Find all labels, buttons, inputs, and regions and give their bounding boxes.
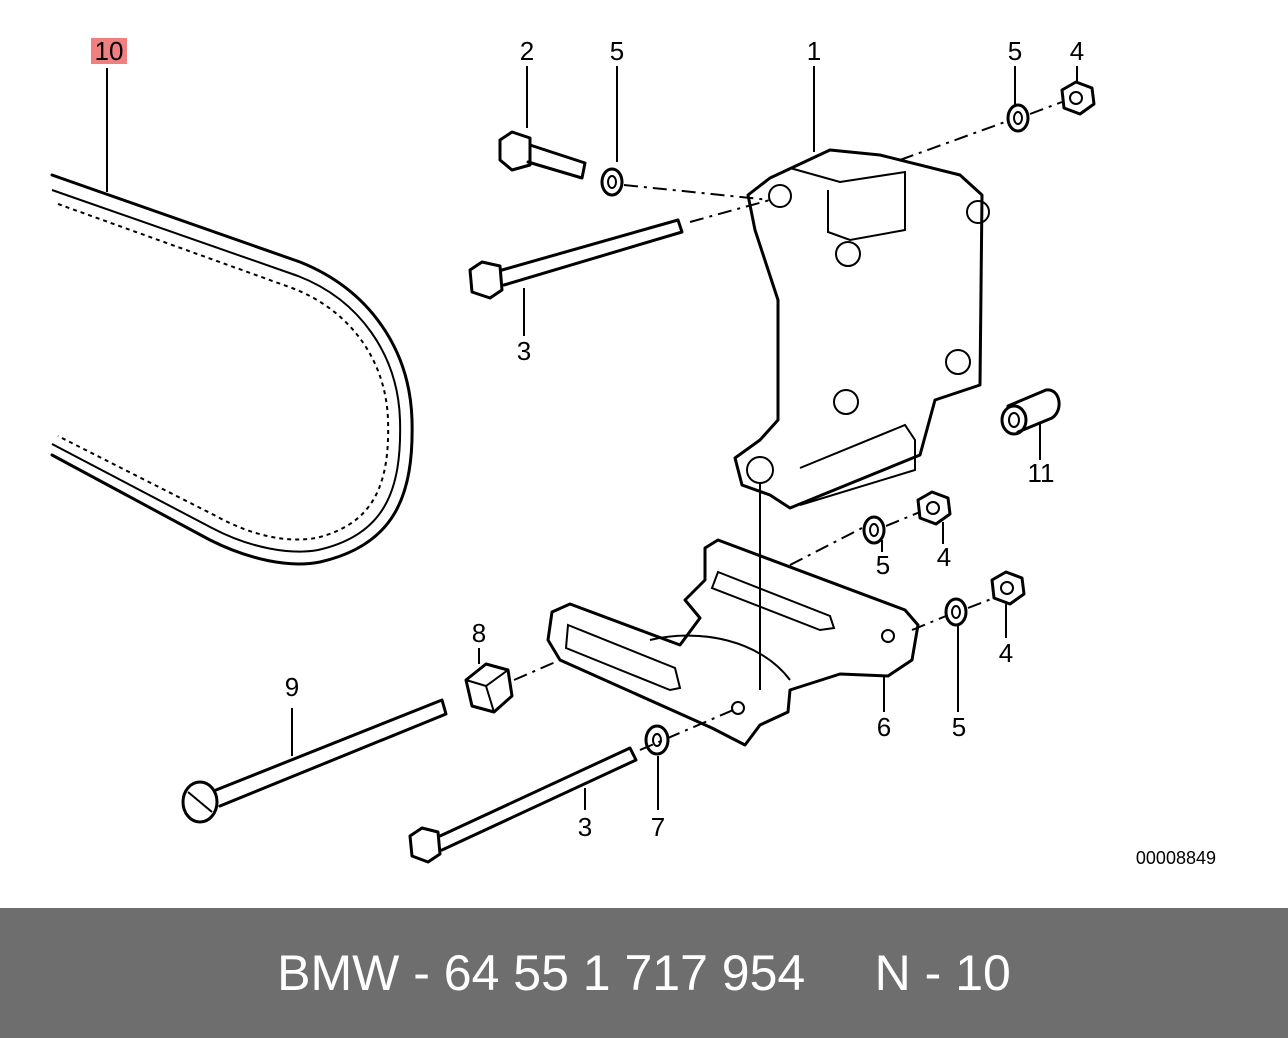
callout-belt: 10 xyxy=(95,36,124,66)
callout-nut-right: 4 xyxy=(999,638,1013,668)
callout-bolt-top: 2 xyxy=(520,36,534,66)
callout-washer-top-left: 5 xyxy=(610,36,624,66)
callout-sleeve: 11 xyxy=(1028,458,1055,488)
hex-bolt-short xyxy=(498,130,587,180)
callout-bracket: 1 xyxy=(807,36,821,66)
callout-washer-bottom: 7 xyxy=(651,812,665,842)
caption-text: BMW - 64 55 1 717 954 N - 10 xyxy=(277,945,1011,1001)
spacer-sleeve xyxy=(1000,388,1061,436)
washer-right xyxy=(944,597,968,627)
v-belt xyxy=(50,173,414,566)
callout-plate: 6 xyxy=(877,712,891,742)
callout-highlight xyxy=(91,38,127,64)
callout-washer-mid: 5 xyxy=(876,550,890,580)
callout-long-bolt-bottom: 3 xyxy=(578,812,592,842)
hex-nut-middle xyxy=(916,490,952,526)
square-nut xyxy=(464,662,514,714)
washer-top-left xyxy=(600,167,624,197)
callout-washer-top-right: 5 xyxy=(1008,36,1022,66)
long-bolt-upper xyxy=(468,218,684,300)
caption-bar: BMW - 64 55 1 717 954 N - 10 xyxy=(0,908,1288,1038)
hex-nut-right xyxy=(990,570,1026,606)
callout-square-nut: 8 xyxy=(472,618,486,648)
callout-long-bolt-top: 3 xyxy=(517,336,531,366)
reference-number: 00008849 xyxy=(1136,848,1216,868)
mounting-bracket xyxy=(733,148,990,510)
washer-middle xyxy=(862,515,886,545)
washer-top-right xyxy=(1006,103,1030,133)
long-bolt-lower xyxy=(408,746,638,864)
hex-nut-top-right xyxy=(1060,80,1096,116)
washer-bottom xyxy=(644,724,670,756)
callout-nut-mid: 4 xyxy=(937,542,951,572)
callout-nut-top-right: 4 xyxy=(1070,36,1084,66)
parts-diagram: 10 1 2 5 5 4 xyxy=(50,36,1216,868)
callout-adjust-bolt: 9 xyxy=(285,672,299,702)
adjusting-bolt xyxy=(181,698,448,824)
callout-washer-right: 5 xyxy=(952,712,966,742)
tension-plate xyxy=(546,538,920,747)
